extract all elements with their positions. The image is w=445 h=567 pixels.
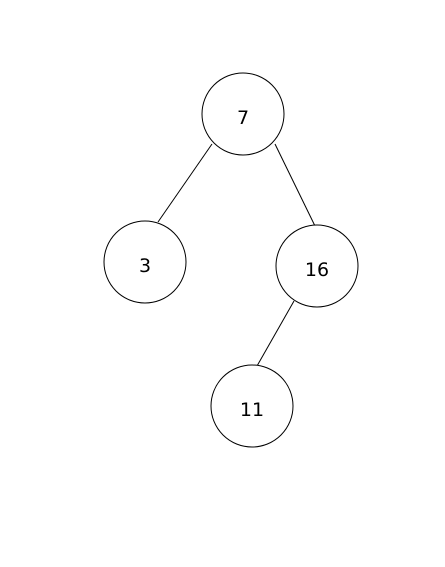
node-label-11: 11 xyxy=(240,399,264,421)
nodes-layer: 7 3 16 11 xyxy=(103,72,359,448)
node-circle-11 xyxy=(210,364,294,448)
edge-16-11 xyxy=(256,300,295,367)
node-circle-16 xyxy=(275,224,359,308)
node-circle-3 xyxy=(103,220,187,304)
node-label-3: 3 xyxy=(139,255,151,277)
edges-layer xyxy=(157,143,316,367)
tree-node-11: 11 xyxy=(210,364,294,448)
tree-node-7: 7 xyxy=(201,72,285,156)
node-circle-7 xyxy=(201,72,285,156)
tree-node-16: 16 xyxy=(275,224,359,308)
tree-node-3: 3 xyxy=(103,220,187,304)
node-label-16: 16 xyxy=(305,259,329,281)
edge-7-3 xyxy=(157,143,213,223)
node-label-7: 7 xyxy=(237,107,249,129)
edge-7-16 xyxy=(274,143,316,227)
